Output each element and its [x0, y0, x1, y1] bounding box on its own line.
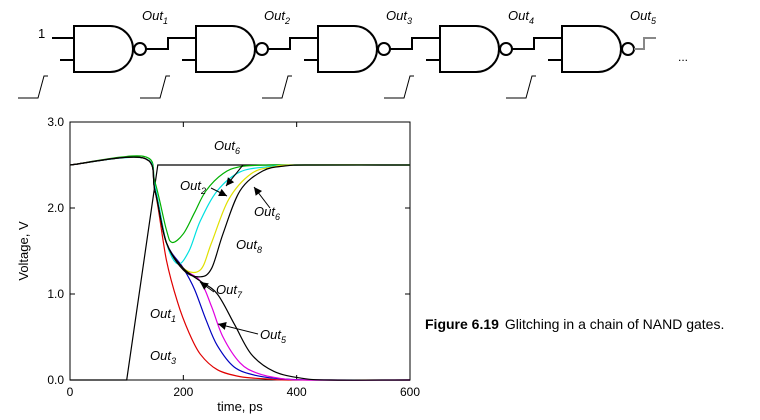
figure-caption: Figure 6.19 Glitching in a chain of NAND …	[425, 315, 745, 334]
series-line-out2	[69, 155, 410, 244]
x-tick-label: 600	[400, 385, 420, 399]
curve-annotation: Out6	[214, 138, 240, 156]
curve-annotation: Out8	[236, 237, 262, 255]
nand-gate-4: Out4	[384, 8, 548, 99]
curve-annotation: Out2	[180, 178, 206, 196]
nand-gate-2: Out2	[140, 8, 304, 99]
nand-gate-3: Out3	[262, 8, 426, 99]
gate-output-label: Out2	[264, 8, 290, 26]
y-tick-label: 0.0	[47, 373, 64, 387]
x-tick-label: 200	[173, 385, 193, 399]
input-label: 1	[38, 26, 45, 41]
gate-output-label: Out3	[386, 8, 412, 26]
series-line-out8	[69, 156, 411, 278]
figure-number: Figure 6.19	[425, 316, 499, 332]
gate-output-label: Out5	[630, 8, 657, 26]
y-axis-label: Voltage, V	[16, 221, 31, 281]
x-axis-label: time, ps	[217, 399, 263, 414]
curve-annotation: Out6	[254, 204, 280, 222]
y-tick-label: 3.0	[47, 115, 64, 129]
continuation-ellipsis: ...	[678, 50, 688, 64]
x-tick-label: 0	[67, 385, 74, 399]
curve-annotation: Out3	[150, 348, 176, 366]
nand-chain-schematic: 1 Out1 Out2 Out3 Out4 Out5 ...	[18, 8, 688, 99]
caption-text: Glitching in a chain of NAND gates.	[504, 316, 725, 332]
y-tick-label: 2.0	[47, 201, 64, 215]
series-line-out6	[69, 156, 411, 274]
plot-frame	[69, 121, 411, 381]
curve-annotation: Out7	[216, 282, 243, 300]
curve-annotation: Out5	[260, 327, 287, 345]
nand-gate-5: Out5	[506, 8, 657, 99]
y-tick-label: 1.0	[47, 287, 64, 301]
gate-output-label: Out1	[142, 8, 168, 26]
curve-annotation: Out1	[150, 306, 176, 324]
series-line-input	[70, 164, 410, 381]
nand-gate-1: Out1	[18, 8, 182, 99]
x-tick-label: 400	[287, 385, 307, 399]
gate-output-label: Out4	[508, 8, 534, 26]
